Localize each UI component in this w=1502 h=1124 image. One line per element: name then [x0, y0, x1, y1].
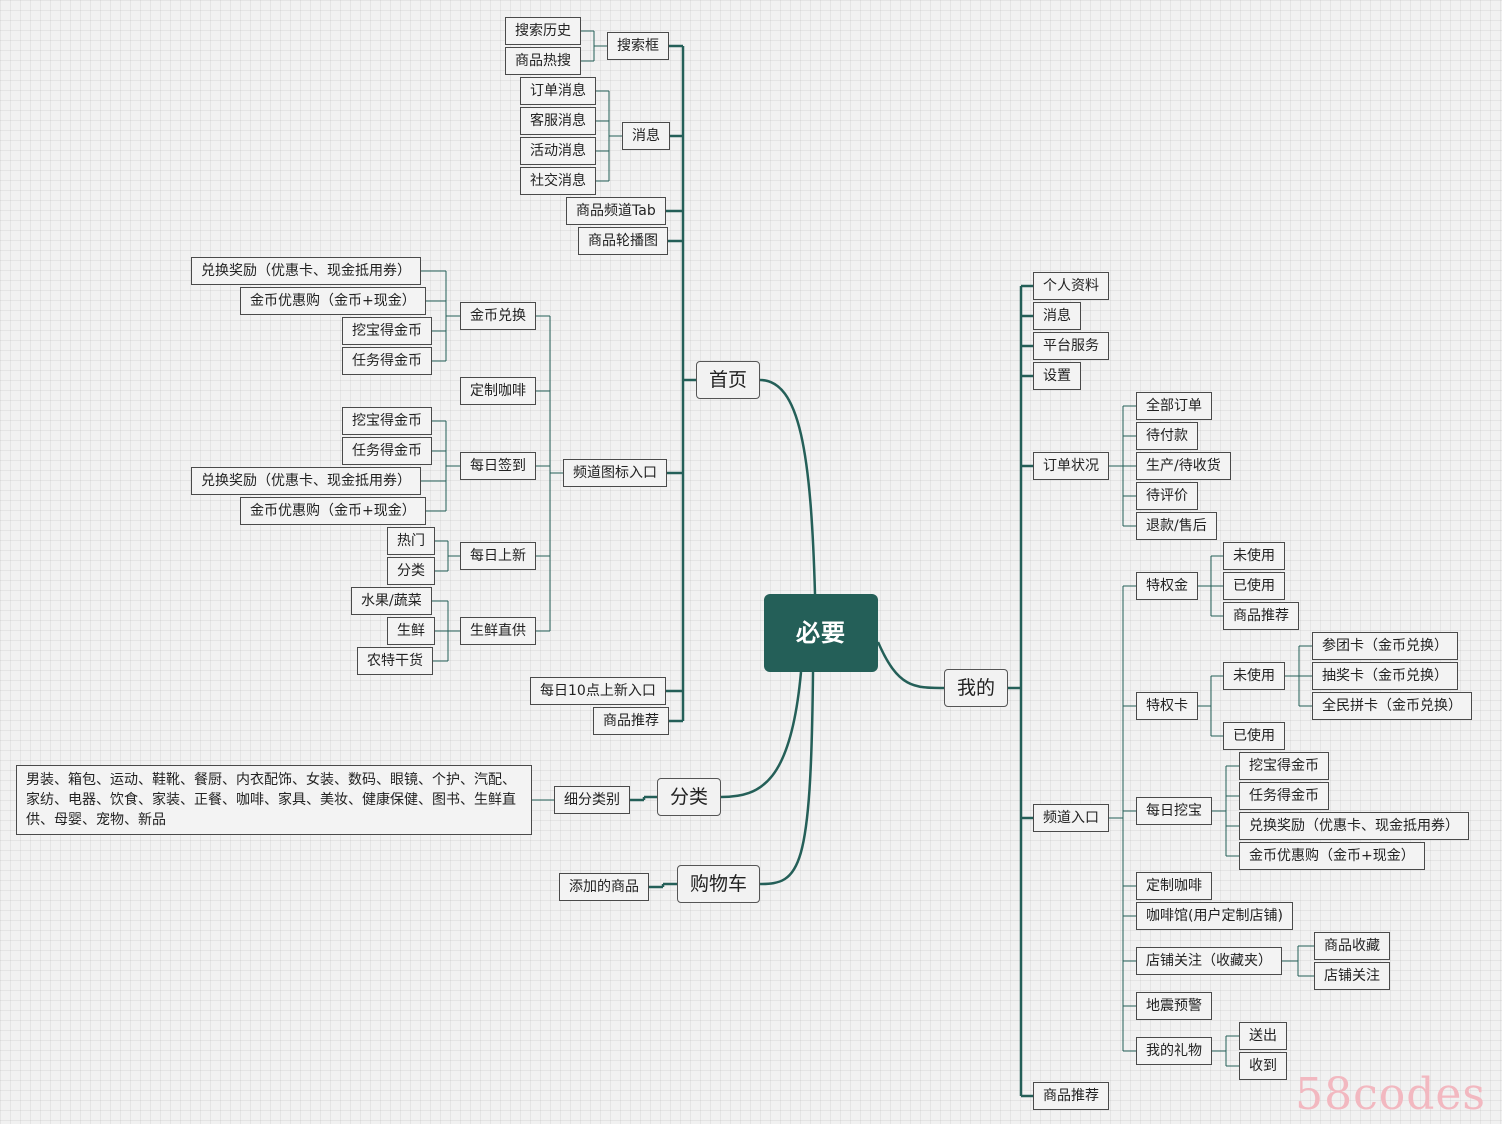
mine-custom-coffee[interactable]: 定制咖啡 — [1136, 872, 1212, 900]
gift-sent[interactable]: 送出 — [1239, 1022, 1287, 1050]
mine-settings[interactable]: 设置 — [1033, 362, 1081, 390]
new-category[interactable]: 分类 — [387, 557, 435, 585]
branch-mine[interactable]: 我的 — [944, 669, 1009, 707]
home-recommend[interactable]: 商品推荐 — [593, 707, 669, 735]
dig-dig[interactable]: 挖宝得金币 — [1239, 752, 1329, 780]
mine-cafe[interactable]: 咖啡馆(用户定制店铺) — [1136, 902, 1293, 930]
channel-coin-exchange[interactable]: 金币兑换 — [460, 302, 536, 330]
root-to-mine — [876, 641, 945, 690]
watermark: 58codes — [1295, 1069, 1486, 1120]
mine-privilege-card[interactable]: 特权卡 — [1136, 692, 1198, 720]
root-node[interactable]: 必要 — [764, 594, 878, 672]
category-sub[interactable]: 细分类别 — [554, 786, 630, 814]
coin-dig[interactable]: 挖宝得金币 — [342, 317, 432, 345]
order-all[interactable]: 全部订单 — [1136, 392, 1212, 420]
mine-shop-follow[interactable]: 店铺关注（收藏夹） — [1136, 947, 1282, 975]
channel-fresh-direct[interactable]: 生鲜直供 — [460, 617, 536, 645]
channel-daily-signin[interactable]: 每日签到 — [460, 452, 536, 480]
cart-added-items[interactable]: 添加的商品 — [559, 873, 649, 901]
signin-discount-buy[interactable]: 金币优惠购（金币+现金） — [240, 497, 426, 525]
card-unused[interactable]: 未使用 — [1223, 662, 1285, 690]
card-group[interactable]: 参团卡（金币兑换） — [1312, 632, 1458, 660]
follow-shop[interactable]: 店铺关注 — [1314, 962, 1390, 990]
branch-category[interactable]: 分类 — [657, 778, 722, 816]
gold-used[interactable]: 已使用 — [1223, 572, 1285, 600]
order-shipping[interactable]: 生产/待收货 — [1136, 452, 1231, 480]
mine-profile[interactable]: 个人资料 — [1033, 272, 1109, 300]
coin-task[interactable]: 任务得金币 — [342, 347, 432, 375]
category-list[interactable]: 男装、箱包、运动、鞋靴、餐厨、内衣配饰、女装、数码、眼镜、个护、汽配、家纺、电器… — [16, 765, 532, 835]
home-message[interactable]: 消息 — [622, 122, 670, 150]
search-history[interactable]: 搜索历史 — [505, 17, 581, 45]
signin-task[interactable]: 任务得金币 — [342, 437, 432, 465]
home-product-tab[interactable]: 商品频道Tab — [566, 197, 666, 225]
order-unpaid[interactable]: 待付款 — [1136, 422, 1198, 450]
order-refund[interactable]: 退款/售后 — [1136, 512, 1217, 540]
signin-reward[interactable]: 兑换奖励（优惠卡、现金抵用券） — [191, 467, 421, 495]
mine-channel-entry[interactable]: 频道入口 — [1033, 804, 1109, 832]
msg-service[interactable]: 客服消息 — [520, 107, 596, 135]
dig-discount-buy[interactable]: 金币优惠购（金币+现金） — [1239, 842, 1425, 870]
home-search-box[interactable]: 搜索框 — [607, 32, 669, 60]
signin-dig[interactable]: 挖宝得金币 — [342, 407, 432, 435]
card-pin[interactable]: 全民拼卡（金币兑换） — [1312, 692, 1472, 720]
home-carousel[interactable]: 商品轮播图 — [578, 227, 668, 255]
root-to-home — [759, 378, 817, 595]
mine-my-gift[interactable]: 我的礼物 — [1136, 1037, 1212, 1065]
coin-discount-buy[interactable]: 金币优惠购（金币+现金） — [240, 287, 426, 315]
mine-message[interactable]: 消息 — [1033, 302, 1081, 330]
gold-unused[interactable]: 未使用 — [1223, 542, 1285, 570]
branch-cart[interactable]: 购物车 — [677, 865, 761, 903]
card-used[interactable]: 已使用 — [1223, 722, 1285, 750]
branch-home[interactable]: 首页 — [696, 361, 761, 399]
gift-received[interactable]: 收到 — [1239, 1052, 1287, 1080]
msg-activity[interactable]: 活动消息 — [520, 137, 596, 165]
mine-privilege-gold[interactable]: 特权金 — [1136, 572, 1198, 600]
channel-custom-coffee[interactable]: 定制咖啡 — [460, 377, 536, 405]
dig-task[interactable]: 任务得金币 — [1239, 782, 1329, 810]
mine-order-status[interactable]: 订单状况 — [1033, 452, 1109, 480]
channel-daily-new[interactable]: 每日上新 — [460, 542, 536, 570]
fresh-dried[interactable]: 农特干货 — [357, 647, 433, 675]
mine-platform-service[interactable]: 平台服务 — [1033, 332, 1109, 360]
gold-recommend[interactable]: 商品推荐 — [1223, 602, 1299, 630]
msg-social[interactable]: 社交消息 — [520, 167, 596, 195]
mine-daily-dig[interactable]: 每日挖宝 — [1136, 797, 1212, 825]
mine-earthquake-alert[interactable]: 地震预警 — [1136, 992, 1212, 1020]
dig-reward[interactable]: 兑换奖励（优惠卡、现金抵用券） — [1239, 812, 1469, 840]
search-hot[interactable]: 商品热搜 — [505, 47, 581, 75]
fresh-fresh[interactable]: 生鲜 — [387, 617, 435, 645]
root-to-cart — [759, 671, 815, 886]
home-daily10-entry[interactable]: 每日10点上新入口 — [530, 677, 666, 705]
order-review[interactable]: 待评价 — [1136, 482, 1198, 510]
home-channel-entry[interactable]: 频道图标入口 — [563, 459, 667, 487]
root-to-category — [720, 671, 803, 799]
coin-reward[interactable]: 兑换奖励（优惠卡、现金抵用券） — [191, 257, 421, 285]
follow-product[interactable]: 商品收藏 — [1314, 932, 1390, 960]
mine-recommend[interactable]: 商品推荐 — [1033, 1082, 1109, 1110]
new-hot[interactable]: 热门 — [387, 527, 435, 555]
msg-order[interactable]: 订单消息 — [520, 77, 596, 105]
card-lottery[interactable]: 抽奖卡（金币兑换） — [1312, 662, 1458, 690]
fresh-fruit-veg[interactable]: 水果/蔬菜 — [351, 587, 432, 615]
